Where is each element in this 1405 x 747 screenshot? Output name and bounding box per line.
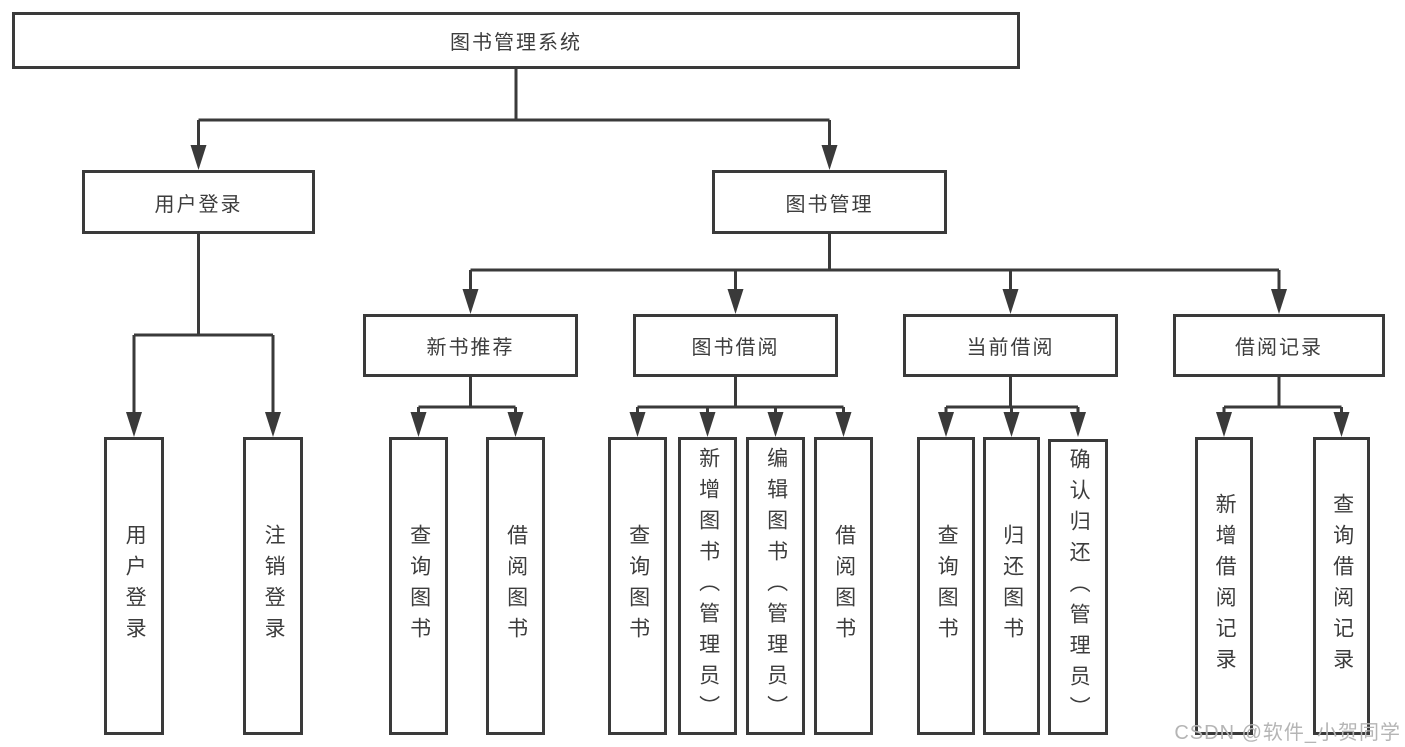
node-book-management: 图书管理 (712, 170, 947, 234)
node-root-label: 图书管理系统 (450, 32, 582, 54)
node-leaf-bb-add-books: 新增图书（管理员） (678, 437, 737, 735)
node-leaf-bb-query-books: 查询图书 (608, 437, 667, 735)
node-borrow-records-label: 借阅记录 (1235, 337, 1323, 359)
node-leaf-bb-edit-books: 编辑图书（管理员） (746, 437, 805, 735)
node-leaf-cb-query-books: 查询图书 (917, 437, 975, 735)
watermark: CSDN @软件_小贺同学 (1174, 722, 1401, 744)
node-new-book-recommend-label: 新书推荐 (426, 337, 515, 359)
node-book-borrow-label: 图书借阅 (691, 337, 780, 359)
node-leaf-bb-add-books-label: 新增图书（管理员） (696, 446, 720, 726)
node-leaf-nb-query-books-label: 查询图书 (407, 524, 431, 648)
node-leaf-cb-confirm-return-label: 确认归还（管理员） (1067, 447, 1091, 727)
node-leaf-logout: 注销登录 (243, 437, 303, 735)
node-leaf-br-query-record: 查询借阅记录 (1313, 437, 1370, 735)
node-book-borrow: 图书借阅 (633, 314, 838, 377)
node-leaf-cb-confirm-return: 确认归还（管理员） (1048, 439, 1108, 735)
node-borrow-records: 借阅记录 (1173, 314, 1385, 377)
node-new-book-recommend: 新书推荐 (363, 314, 578, 377)
node-leaf-bb-edit-books-label: 编辑图书（管理员） (764, 446, 788, 726)
node-leaf-bb-query-books-label: 查询图书 (626, 524, 650, 648)
node-current-borrow: 当前借阅 (903, 314, 1118, 377)
node-user-login-label: 用户登录 (154, 193, 243, 216)
node-leaf-cb-return-books-label: 归还图书 (1000, 524, 1024, 648)
node-user-login: 用户登录 (82, 170, 315, 234)
node-leaf-cb-return-books: 归还图书 (983, 437, 1040, 735)
node-leaf-br-add-record: 新增借阅记录 (1195, 437, 1253, 735)
node-root: 图书管理系统 (12, 12, 1020, 69)
node-leaf-bb-borrow-books: 借阅图书 (814, 437, 873, 735)
node-leaf-bb-borrow-books-label: 借阅图书 (832, 524, 856, 648)
node-leaf-logout-label: 注销登录 (262, 524, 286, 648)
node-leaf-user-login: 用户登录 (104, 437, 164, 735)
node-current-borrow-label: 当前借阅 (966, 337, 1055, 359)
node-leaf-nb-borrow-books-label: 借阅图书 (504, 524, 528, 648)
node-book-management-label: 图书管理 (785, 193, 874, 216)
node-leaf-user-login-label: 用户登录 (123, 524, 147, 648)
node-leaf-br-add-record-label: 新增借阅记录 (1213, 493, 1237, 679)
node-leaf-br-query-record-label: 查询借阅记录 (1330, 493, 1354, 679)
node-leaf-nb-borrow-books: 借阅图书 (486, 437, 545, 735)
node-leaf-cb-query-books-label: 查询图书 (935, 524, 959, 648)
node-leaf-nb-query-books: 查询图书 (389, 437, 448, 735)
